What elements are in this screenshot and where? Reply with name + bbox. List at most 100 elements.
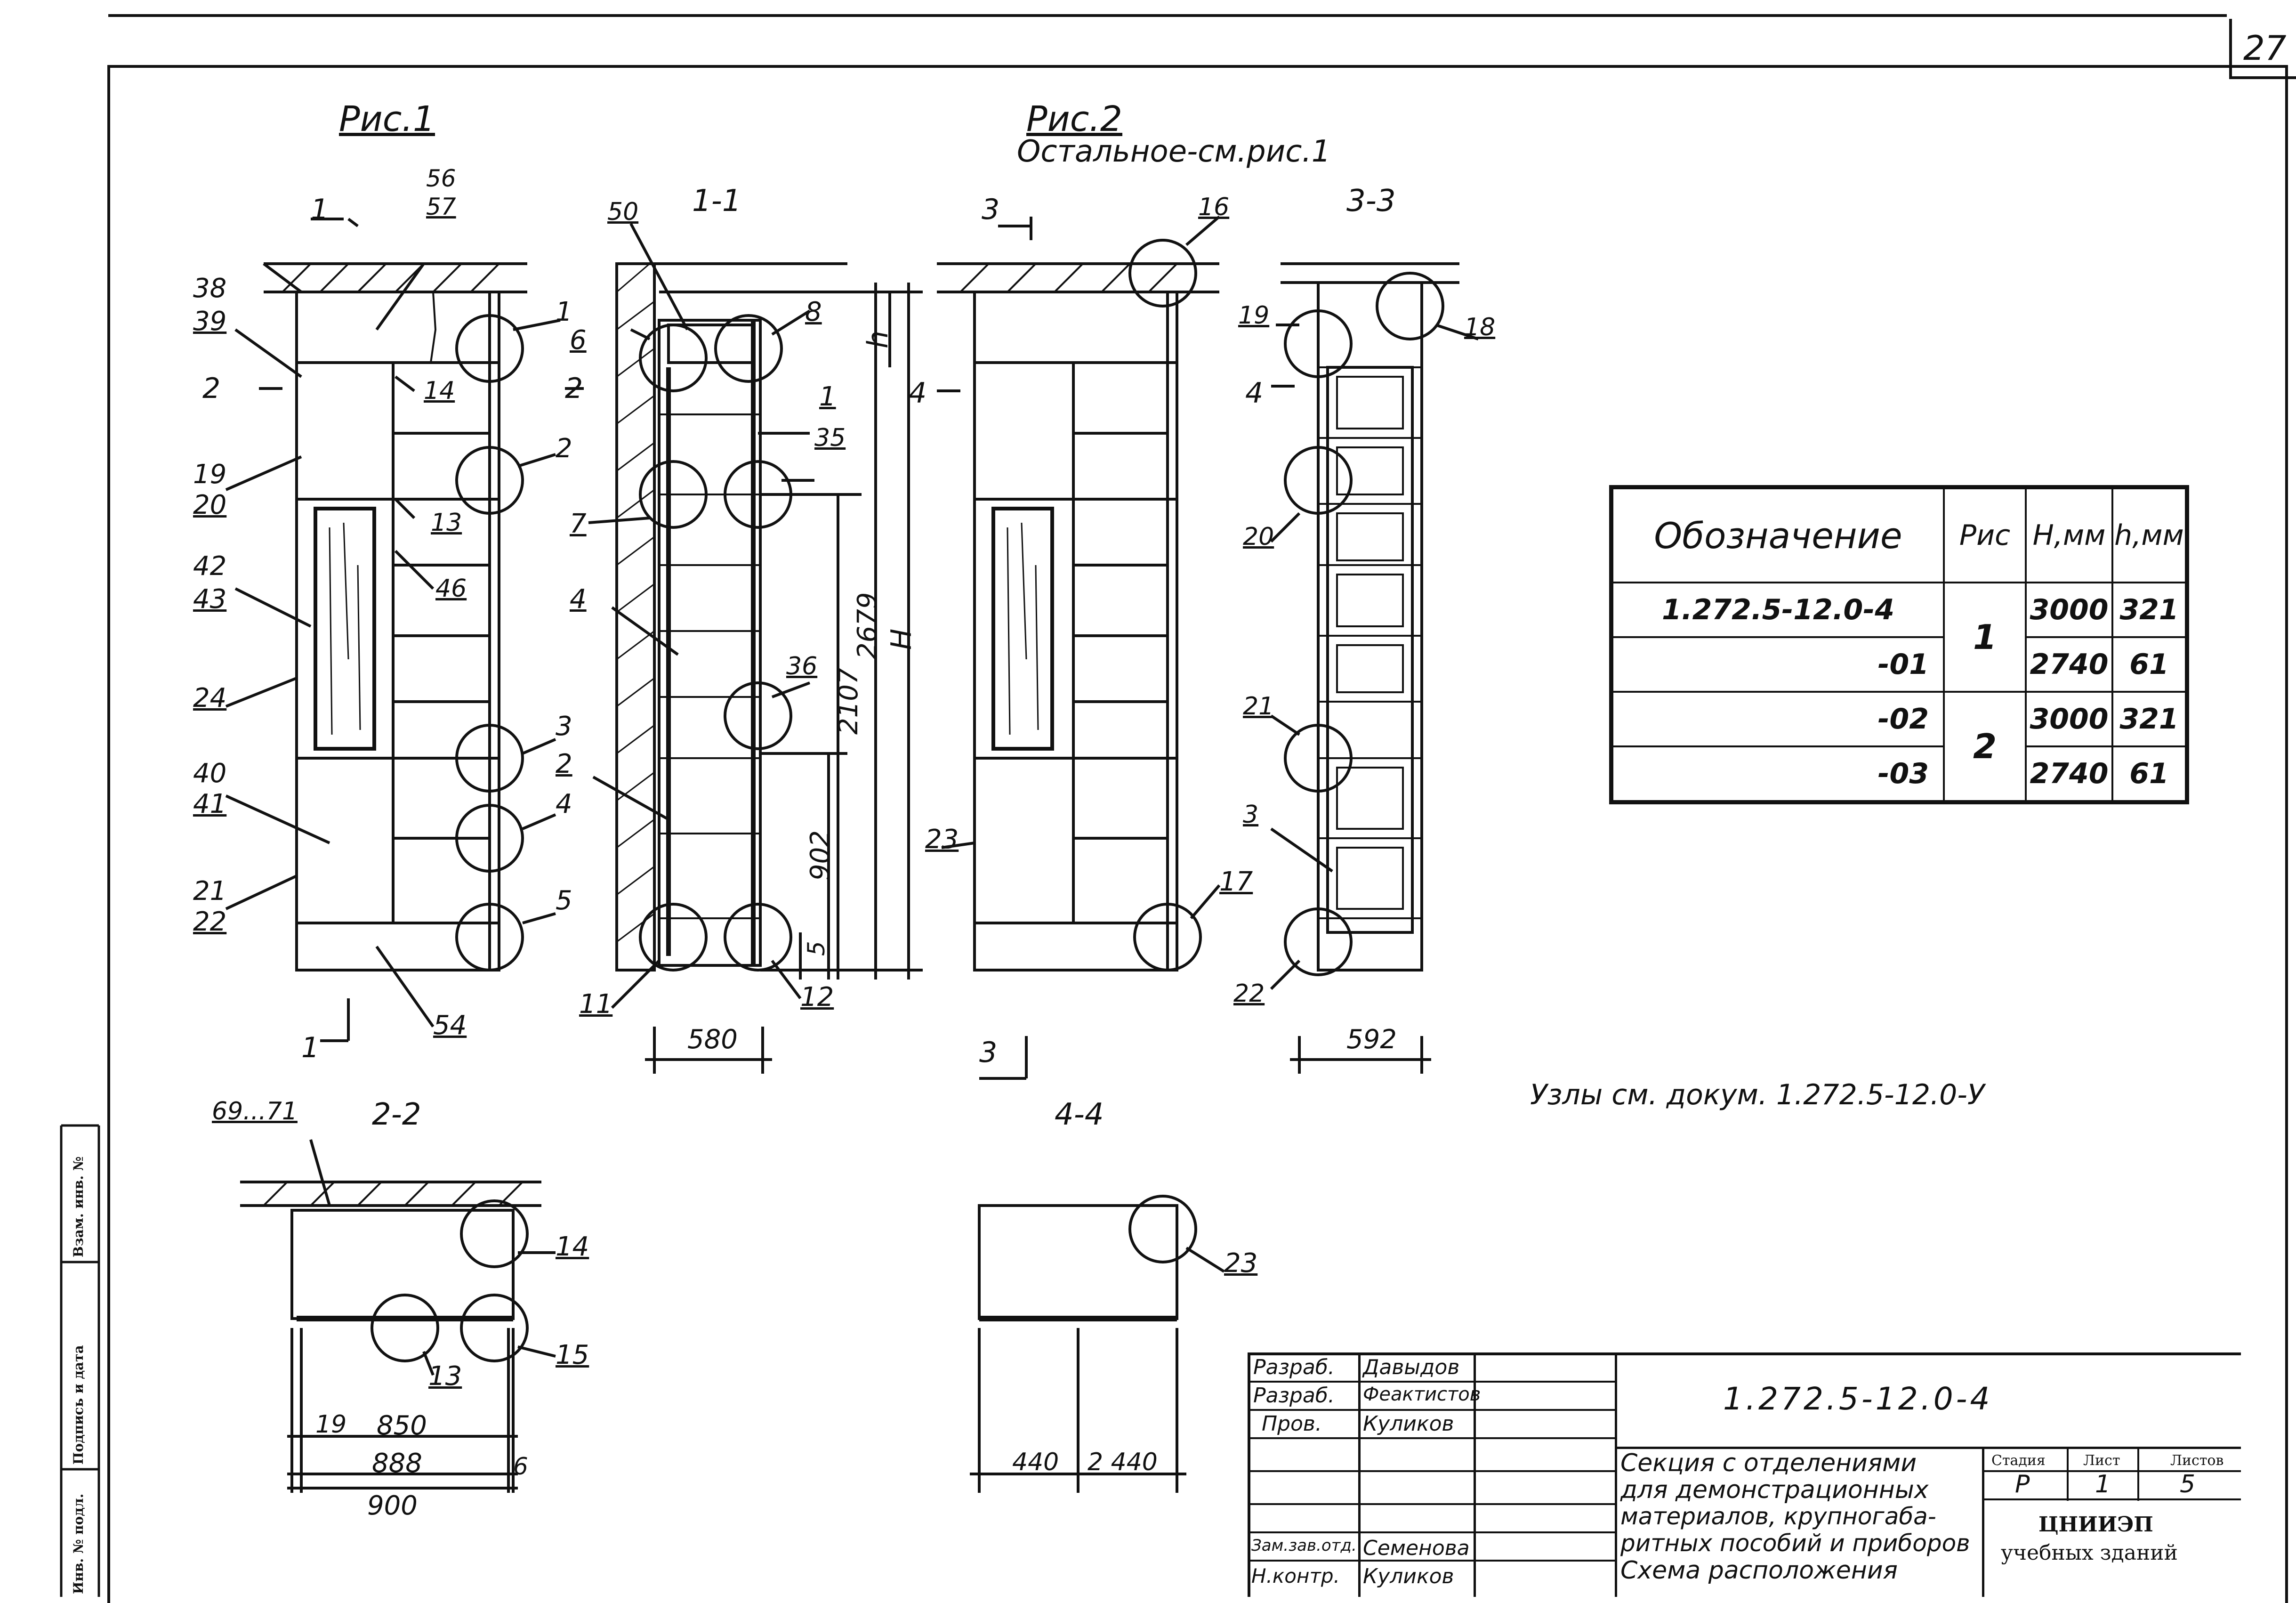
spec-designation: -01 xyxy=(1611,636,1945,693)
spec-fig: 2 xyxy=(1943,691,2027,802)
cut-mark-2-right: 2 xyxy=(565,372,583,405)
spec-designation: 1.272.5-12.0-4 xyxy=(1611,582,1945,638)
tb-role: Н.контр. xyxy=(1251,1564,1340,1587)
spec-designation: -02 xyxy=(1611,691,1945,747)
tb-name: Феактистов xyxy=(1363,1384,1481,1405)
dim-2107: 2107 xyxy=(833,667,864,735)
dim-2679: 2679 xyxy=(852,592,883,659)
callout: 46 xyxy=(435,575,467,603)
cut-mark-4-left: 4 xyxy=(909,377,927,410)
callout: 6 xyxy=(570,325,587,356)
callout: 14 xyxy=(556,1231,589,1262)
callout: 23 xyxy=(925,824,959,855)
section-1-1 xyxy=(588,223,923,1074)
callout: 16 xyxy=(1198,193,1230,221)
callout: 4 xyxy=(556,789,572,819)
callout: 2 xyxy=(556,749,572,779)
callout: 19 xyxy=(1238,301,1270,330)
callout: 12 xyxy=(800,982,834,1012)
dim-888: 888 xyxy=(372,1448,422,1479)
tb-description-line: Секция с отделениями xyxy=(1620,1449,1917,1477)
callout: 2 xyxy=(556,433,572,464)
spec-H: 3000 xyxy=(2025,582,2113,638)
callout: 19 xyxy=(315,1410,347,1439)
cut-mark-1-top: 1 xyxy=(311,193,329,226)
dim-900: 900 xyxy=(367,1490,418,1521)
cut-mark-1-bottom: 1 xyxy=(301,1031,320,1064)
dim-580: 580 xyxy=(687,1024,738,1055)
callout: 39 xyxy=(193,306,227,337)
section-4-4 xyxy=(970,1195,1225,1493)
dim-H: H xyxy=(885,628,918,650)
fig1-elevation xyxy=(225,218,584,1042)
dim-440b: 2 440 xyxy=(1088,1448,1158,1476)
callout: 43 xyxy=(193,584,227,615)
callout: 54 xyxy=(433,1010,467,1041)
fig2-title: Рис.2 xyxy=(1026,99,1123,139)
callout: 8 xyxy=(805,297,822,327)
spec-header-H: Н,мм xyxy=(2025,487,2113,583)
spec-h: 321 xyxy=(2111,582,2187,638)
callout: 22 xyxy=(1233,980,1265,1008)
callout: 42 xyxy=(193,551,227,582)
fig1-title: Рис.1 xyxy=(339,99,435,139)
cut-mark-3-top: 3 xyxy=(982,193,1000,226)
tb-name: Давыдов xyxy=(1363,1355,1460,1379)
section-2-2 xyxy=(240,1139,556,1493)
callout: 21 xyxy=(193,876,227,907)
callout: 14 xyxy=(424,377,455,405)
dim-6: 6 xyxy=(513,1453,528,1480)
callout: 21 xyxy=(1243,692,1274,721)
section-label-1-1: 1-1 xyxy=(692,184,741,219)
callout: 3 xyxy=(556,711,572,742)
tb-stage: Р xyxy=(2015,1470,2030,1498)
callout: 15 xyxy=(556,1340,589,1370)
callout: 13 xyxy=(431,509,462,537)
sheet-number-box: 27 xyxy=(2229,19,2296,79)
tb-sheet-label: Лист xyxy=(2083,1452,2120,1469)
callout: 69...71 xyxy=(212,1097,298,1125)
dim-592: 592 xyxy=(1346,1024,1397,1055)
tb-description-line: Схема расположения xyxy=(1620,1556,1898,1585)
tb-name: Куликов xyxy=(1363,1564,1454,1588)
spec-table: Обозначение Рис Н,мм h,мм 1.272.5-12.0-4… xyxy=(1609,485,2189,804)
nodes-note: Узлы см. докум. 1.272.5-12.0-У xyxy=(1530,1078,1985,1111)
callout: 17 xyxy=(1219,866,1253,897)
dim-902: 902 xyxy=(805,830,836,881)
tb-role: Зам.зав.отд. xyxy=(1251,1536,1357,1555)
tb-org-line2: учебных зданий xyxy=(2001,1541,2178,1565)
tb-sheets-label: Листов xyxy=(2170,1452,2224,1469)
tb-description-line: для демонстрационных xyxy=(1620,1476,1929,1504)
tb-name: Семенова xyxy=(1363,1536,1470,1560)
callout: 1 xyxy=(819,381,836,412)
fig2-note: Остальное-см.рис.1 xyxy=(1017,134,1331,169)
tb-stage-label: Стадия xyxy=(1991,1452,2046,1469)
spec-header-fig: Рис xyxy=(1943,487,2027,583)
tb-name: Куликов xyxy=(1363,1412,1454,1436)
dim-440a: 440 xyxy=(1012,1448,1059,1476)
side-stamp-lines xyxy=(60,1124,100,1597)
title-block: Разраб. Разраб. Пров. Зам.зав.отд. Н.кон… xyxy=(1248,1352,2241,1597)
callout: 13 xyxy=(428,1361,462,1392)
spec-h: 61 xyxy=(2111,745,2187,802)
tb-role: Разраб. xyxy=(1253,1384,1335,1408)
callout: 19 xyxy=(193,459,227,490)
callout: 56 xyxy=(426,165,456,192)
callout: 1 xyxy=(556,297,572,327)
tb-sheet: 1 xyxy=(2095,1470,2111,1498)
tb-role: Разраб. xyxy=(1253,1355,1335,1379)
callout: 5 xyxy=(556,885,572,916)
sheet-number: 27 xyxy=(2243,28,2287,68)
spec-H: 2740 xyxy=(2025,745,2113,802)
dim-5: 5 xyxy=(803,941,830,956)
callout: 20 xyxy=(193,490,227,520)
spec-designation: -03 xyxy=(1611,745,1945,802)
spec-H: 2740 xyxy=(2025,636,2113,693)
section-label-2-2: 2-2 xyxy=(372,1097,421,1132)
callout: 35 xyxy=(814,424,846,452)
side-stamp-text: Подпись и дата xyxy=(71,1345,86,1465)
cut-mark-2-left: 2 xyxy=(202,372,221,405)
callout: 50 xyxy=(607,198,639,226)
callout: 36 xyxy=(786,652,818,680)
